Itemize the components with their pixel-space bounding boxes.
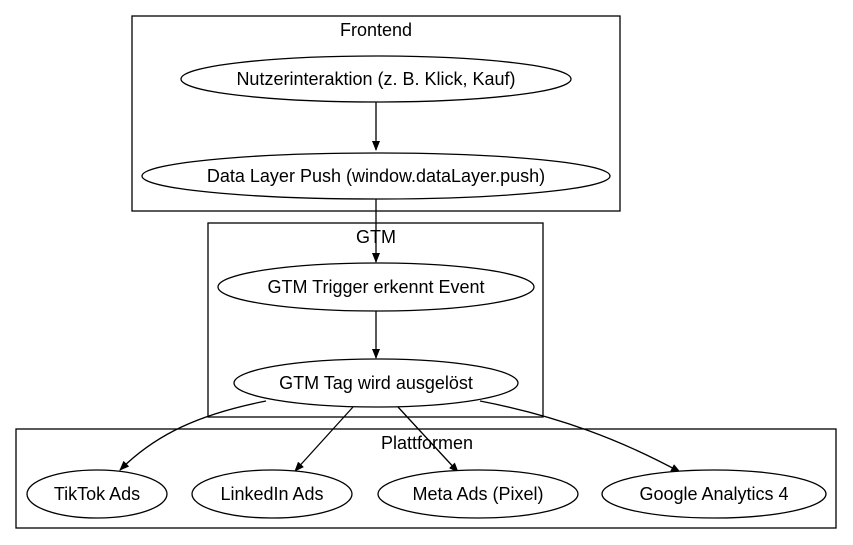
- node-meta-ads: Meta Ads (Pixel): [377, 469, 579, 519]
- node-user-interaction: Nutzerinteraktion (z. B. Klick, Kauf): [180, 55, 572, 103]
- node-linkedin-ads-label: LinkedIn Ads: [220, 484, 323, 504]
- node-gtm-tag: GTM Tag wird ausgelöst: [233, 358, 519, 408]
- node-data-layer-push-label: Data Layer Push (window.dataLayer.push): [207, 166, 545, 186]
- node-data-layer-push: Data Layer Push (window.dataLayer.push): [141, 152, 611, 200]
- edges: [119, 102, 681, 473]
- node-gtm-trigger-label: GTM Trigger erkennt Event: [267, 277, 484, 297]
- edge-tag-to-tiktok: [119, 400, 267, 471]
- edge-tag-to-meta: [397, 406, 459, 473]
- cluster-platforms-label: Plattformen: [381, 433, 473, 453]
- node-meta-ads-label: Meta Ads (Pixel): [412, 484, 543, 504]
- cluster-frontend-label: Frontend: [340, 20, 412, 40]
- edge-tag-to-linkedin: [294, 406, 354, 472]
- node-linkedin-ads-shape: [191, 469, 353, 519]
- node-user-interaction-label: Nutzerinteraktion (z. B. Klick, Kauf): [236, 69, 515, 89]
- cluster-platforms: Plattformen: [15, 428, 837, 529]
- node-tiktok-ads-label: TikTok Ads: [54, 484, 140, 504]
- node-google-analytics: Google Analytics 4: [601, 469, 827, 519]
- node-gtm-trigger-shape: [217, 262, 535, 312]
- node-linkedin-ads: LinkedIn Ads: [191, 469, 353, 519]
- edge-tag-to-google-analytics: [479, 400, 681, 473]
- node-gtm-tag-shape: [233, 358, 519, 408]
- node-tiktok-ads: TikTok Ads: [26, 469, 168, 519]
- node-meta-ads-shape: [377, 469, 579, 519]
- node-user-interaction-shape: [180, 55, 572, 103]
- node-google-analytics-label: Google Analytics 4: [639, 484, 788, 504]
- node-tiktok-ads-shape: [26, 469, 168, 519]
- node-gtm-trigger: GTM Trigger erkennt Event: [217, 262, 535, 312]
- node-gtm-tag-label: GTM Tag wird ausgelöst: [279, 373, 473, 393]
- node-google-analytics-shape: [601, 469, 827, 519]
- node-data-layer-push-shape: [141, 152, 611, 200]
- cluster-platforms-box: [15, 428, 837, 529]
